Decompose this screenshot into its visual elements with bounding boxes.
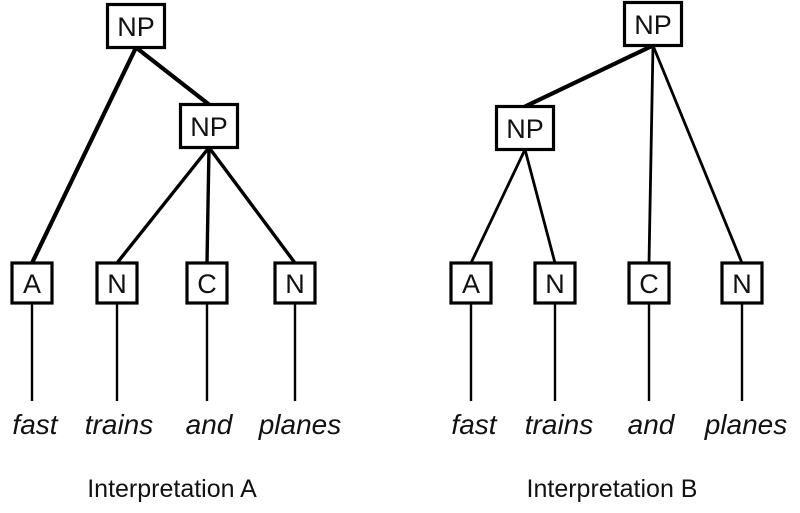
- node-label-B-root: NP: [634, 10, 672, 40]
- tree-node-A-n2: N: [273, 261, 317, 305]
- node-label-B-n1: N: [545, 269, 565, 299]
- tree-edge-A-np2-to-A-conj: [205, 147, 211, 264]
- node-box-A-n1: [95, 261, 139, 305]
- tree-caption-a: Interpretation A: [87, 475, 257, 503]
- terminal-word-a-1: trains: [85, 409, 153, 440]
- node-label-A-n1: N: [107, 269, 127, 299]
- terminal-word-a-2: and: [186, 409, 234, 440]
- tree-node-B-adj: A: [449, 261, 493, 305]
- node-label-A-adj: A: [23, 269, 41, 299]
- node-label-B-adj: A: [462, 269, 480, 299]
- tree-node-A-adj: A: [10, 261, 54, 305]
- tree-edge-A-root-to-A-np2: [134, 45, 211, 107]
- node-box-A-adj: [10, 261, 54, 305]
- node-box-A-np2: [178, 102, 240, 150]
- tree-edge-A-np2-to-A-n1: [115, 146, 211, 265]
- tree-edge-B-np2-to-B-adj: [469, 148, 527, 264]
- node-box-B-np2: [494, 104, 556, 152]
- terminal-word-a-0: fast: [12, 409, 58, 440]
- node-label-A-conj: C: [197, 269, 217, 299]
- node-box-B-conj: [627, 261, 671, 305]
- tree-edge-B-root-to-B-n2: [651, 44, 744, 264]
- node-box-A-root: [105, 2, 167, 50]
- tree-caption-b: Interpretation B: [527, 475, 698, 503]
- terminal-word-b-2: and: [628, 409, 676, 440]
- node-box-A-conj: [185, 261, 229, 305]
- tree-edge-B-np2-to-B-n1: [523, 149, 557, 264]
- node-box-B-root: [622, 0, 684, 48]
- node-label-A-n2: N: [285, 269, 305, 299]
- tree-node-A-conj: C: [185, 261, 229, 305]
- node-box-B-n1: [533, 261, 577, 305]
- node-box-B-adj: [449, 261, 493, 305]
- tree-node-B-root: NP: [622, 0, 684, 48]
- terminal-word-b-1: trains: [525, 409, 593, 440]
- tree-edge-B-root-to-B-np2: [524, 43, 654, 109]
- tree-edge-B-root-to-B-conj: [647, 45, 655, 264]
- terminal-word-a-3: planes: [258, 409, 342, 440]
- node-box-B-n2: [720, 261, 764, 305]
- tree-node-A-n1: N: [95, 261, 139, 305]
- tree-node-B-np2: NP: [494, 104, 556, 152]
- node-box-A-n2: [273, 261, 317, 305]
- terminal-word-b-0: fast: [451, 409, 497, 440]
- node-label-A-root: NP: [117, 12, 155, 42]
- terminal-word-b-3: planes: [704, 409, 788, 440]
- node-label-B-np2: NP: [506, 114, 544, 144]
- tree-node-B-conj: C: [627, 261, 671, 305]
- tree-node-A-np2: NP: [178, 102, 240, 150]
- tree-edge-A-np2-to-A-n2: [207, 146, 297, 265]
- tree-edge-A-root-to-A-adj: [30, 46, 138, 264]
- tree-node-B-n2: N: [720, 261, 764, 305]
- node-label-B-n2: N: [732, 269, 752, 299]
- node-label-B-conj: C: [639, 269, 659, 299]
- tree-node-A-root: NP: [105, 2, 167, 50]
- node-label-A-np2: NP: [190, 112, 228, 142]
- tree-node-B-n1: N: [533, 261, 577, 305]
